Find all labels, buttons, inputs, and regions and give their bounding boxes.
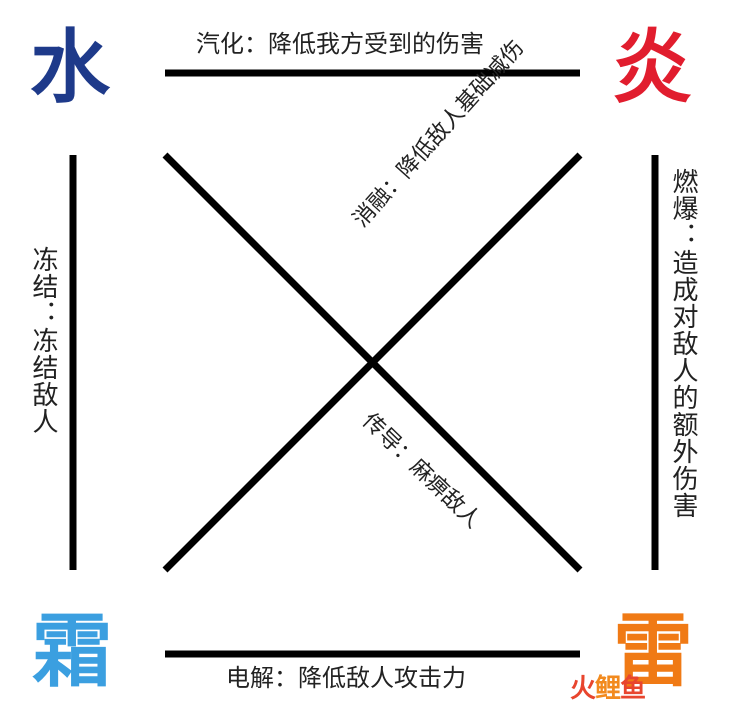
watermark-part-1: 火 (570, 674, 596, 704)
line-diag-up (162, 152, 583, 573)
reaction-burst-label: 燃爆：造成对敌人的额外伤害 (668, 168, 698, 519)
thunder-element-label: 雷 (613, 605, 693, 698)
watermark-part-3: 鱼 (620, 674, 646, 704)
watermark-part-2: 鲤 (595, 674, 621, 704)
reaction-vaporize-label: 汽化：降低我方受到的伤害 (196, 30, 484, 58)
fire-element-label: 炎 (612, 21, 692, 114)
water-element-label: 水 (30, 21, 110, 114)
frost-element-label: 霜 (32, 605, 112, 698)
reaction-freeze-label: 冻结：冻结敌人 (28, 246, 58, 435)
reaction-electrolysis-label: 电解：降低敌人攻击力 (226, 664, 466, 692)
watermark-logo: 火鲤鱼 (570, 674, 646, 704)
